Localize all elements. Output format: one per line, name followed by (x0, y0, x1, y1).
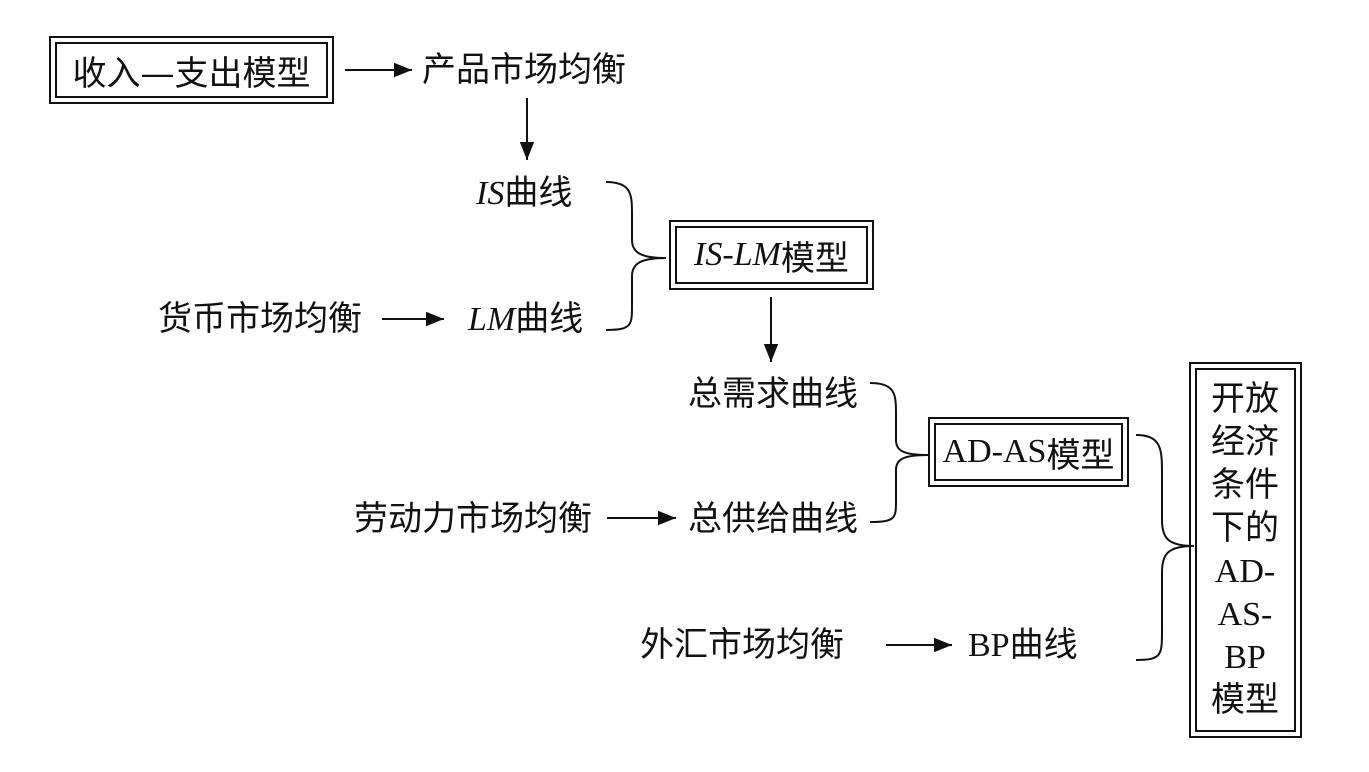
is-curve-label: IS曲线 (476, 176, 572, 211)
open-model-line-4: 下的 (1211, 508, 1279, 548)
bp-curve-symbol: BP (968, 627, 1010, 664)
open-model-label: 开放 经济 条件 下的 AD- AS- BP 模型 (1200, 378, 1290, 722)
labor-market-label: 劳动力市场均衡 (354, 499, 592, 539)
lm-curve-word: 曲线 (515, 299, 584, 339)
islm-is-symbol: IS (694, 236, 723, 273)
is-curve-word: 曲线 (504, 173, 573, 213)
open-model-line-5: AD- (1214, 553, 1276, 590)
goods-market-label: 产品市场均衡 (422, 50, 626, 90)
as-curve-label: 总供给曲线 (688, 499, 858, 539)
adas-model-box (928, 417, 1129, 487)
brace-adas-bp (1135, 434, 1195, 661)
income-model-box (49, 36, 334, 104)
islm-dash: - (722, 236, 734, 273)
is-curve-symbol: IS (476, 175, 505, 212)
adas-model-word: 模型 (1046, 435, 1115, 476)
open-model-line-2: 经济 (1211, 422, 1279, 462)
brace-ad-as (869, 382, 929, 523)
brace-is-lm (605, 181, 667, 331)
money-market-label: 货币市场均衡 (158, 299, 362, 339)
lm-curve-symbol: LM (468, 301, 516, 338)
islm-model-word: 模型 (780, 238, 849, 279)
lm-curve-label: LM曲线 (468, 302, 583, 337)
fx-market-label: 外汇市场均衡 (640, 625, 844, 665)
ad-curve-label: 总需求曲线 (688, 374, 858, 414)
open-model-line-1: 开放 (1211, 379, 1279, 419)
islm-model-box (669, 220, 874, 290)
bp-curve-word: 曲线 (1009, 625, 1078, 665)
income-model-label: 收入—支出模型 (72, 53, 311, 94)
open-model-line-3: 条件 (1211, 465, 1279, 505)
bp-curve-label: BP曲线 (968, 628, 1078, 663)
open-model-line-6: AS- (1217, 596, 1273, 633)
open-model-box (1189, 362, 1302, 738)
open-model-line-7: BP (1224, 639, 1266, 676)
adas-symbol: AD-AS (942, 433, 1047, 470)
open-model-line-8: 模型 (1211, 680, 1279, 720)
islm-lm-symbol: LM (733, 236, 781, 273)
